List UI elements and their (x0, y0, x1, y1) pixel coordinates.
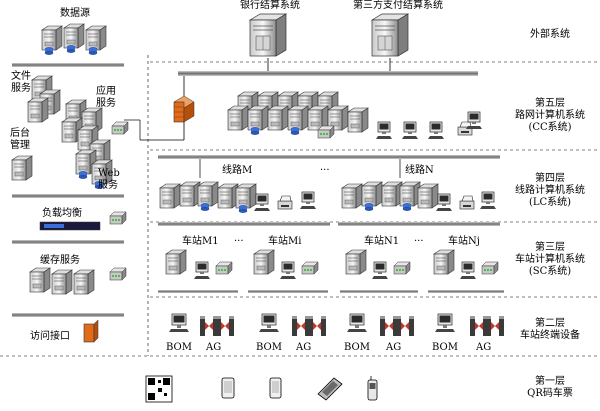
load-balance-label: 负载均衡 (42, 208, 82, 219)
cc-workstations (375, 111, 483, 140)
phone-icon-4 (367, 376, 378, 401)
app-service-label-2: 服务 (96, 98, 116, 109)
bom-label-3: BOM (344, 342, 370, 353)
line-n-label: 线路N (405, 165, 434, 176)
file-service-label-1: 文件 (11, 71, 31, 82)
ag-label-4: AG (476, 342, 492, 353)
line-m-servers (159, 159, 317, 213)
web-service-label-2: 服务 (98, 180, 118, 191)
layer5-abbr: (CC系统) (528, 122, 572, 133)
backend-server (11, 155, 33, 181)
station-m1-equipment (165, 249, 233, 280)
file-service-servers (27, 75, 61, 123)
phone-icon-2 (269, 377, 282, 399)
ag-label-1: AG (206, 342, 222, 353)
file-service-label-2: 服务 (11, 83, 31, 94)
layer5-title: 第五层 (535, 98, 565, 109)
layer1-title: 第一层 (535, 376, 565, 387)
lc-network-bus (158, 155, 500, 159)
cache-servers (29, 267, 95, 295)
third-party-settlement-label: 第三方支付结算系统 (353, 0, 443, 11)
backend-label-1: 后台 (10, 128, 30, 139)
access-firewall-icon (83, 319, 99, 343)
sc-network-buses (158, 222, 500, 226)
terminal-devices (168, 313, 504, 336)
layer3-name: 车站计算机系统 (515, 254, 585, 265)
firewall-icon (173, 95, 195, 123)
cc-server-cluster (227, 91, 369, 139)
data-source-label: 数据源 (60, 8, 90, 19)
station-m1-label: 车站M1 (182, 236, 219, 247)
line-m-label: 线路M (222, 165, 253, 176)
bank-settlement-server (249, 13, 287, 57)
load-balancer-icon (39, 221, 101, 231)
line-dots-label: ··· (320, 165, 330, 176)
ag-label-2: AG (296, 342, 312, 353)
bom-label-2: BOM (256, 342, 282, 353)
bank-settlement-label: 银行结算系统 (240, 0, 300, 11)
station-dots-n-label: ··· (414, 236, 424, 247)
access-interface-label: 访问接口 (30, 331, 70, 342)
bom-label-4: BOM (432, 342, 458, 353)
layer2-name: 车站终端设备 (520, 330, 580, 341)
layer-external-label: 外部系统 (530, 29, 570, 40)
layer3-abbr: (SC系统) (528, 266, 572, 277)
phone-icon-1 (221, 377, 235, 399)
station-mi-equipment (253, 249, 319, 280)
layer4-name: 线路计算机系统 (515, 185, 585, 196)
ag-label-3: AG (386, 342, 402, 353)
data-source-servers (42, 24, 106, 55)
station-mi-label: 车站Mi (268, 236, 302, 247)
bom-label-1: BOM (166, 342, 192, 353)
app-service-label-1: 应用 (96, 86, 116, 97)
layer1-name: QR码车票 (527, 388, 573, 399)
station-nj-label: 车站Nj (448, 236, 480, 247)
terminal-buses (158, 290, 504, 293)
backend-label-2: 管理 (10, 140, 30, 151)
line-n-servers (341, 159, 497, 212)
third-party-settlement-server (371, 13, 409, 57)
phone-icon-3 (317, 377, 343, 401)
layer4-title: 第四层 (535, 173, 565, 184)
layer2-title: 第二层 (535, 318, 565, 329)
layer5-name: 路网计算机系统 (515, 110, 585, 121)
layer3-title: 第三层 (535, 242, 565, 253)
cache-service-label: 缓存服务 (40, 255, 80, 266)
station-nj-equipment (433, 249, 499, 280)
qr-code-icon (145, 375, 173, 403)
web-service-label-1: Web (98, 168, 120, 179)
layer4-abbr: (LC系统) (528, 197, 572, 208)
cc-network-bus (178, 58, 478, 76)
station-n1-label: 车站N1 (364, 236, 400, 247)
station-n1-equipment (345, 249, 411, 280)
station-dots-m-label: ··· (234, 236, 244, 247)
